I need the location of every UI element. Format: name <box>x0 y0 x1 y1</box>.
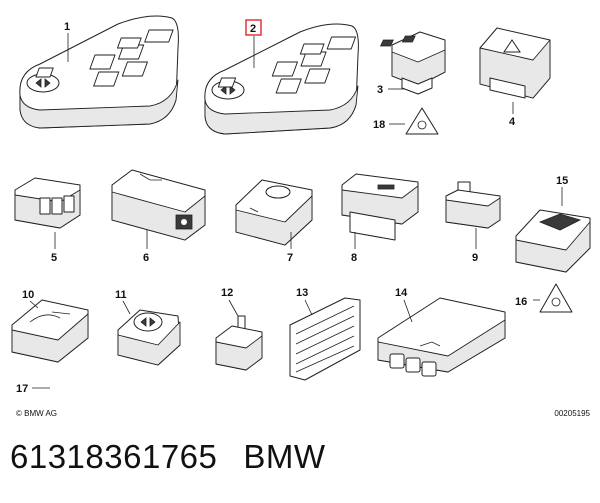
parts-diagram: 1 2 3 18 4 <box>11 15 591 418</box>
callout-16[interactable]: 16 <box>515 296 527 308</box>
part-1-window-switch-block[interactable] <box>19 15 179 129</box>
callout-2[interactable]: 2 <box>250 23 256 35</box>
callout-8[interactable]: 8 <box>351 252 357 264</box>
callout-11[interactable]: 11 <box>115 289 127 301</box>
callout-12[interactable]: 12 <box>221 287 233 299</box>
callout-1[interactable]: 1 <box>64 21 70 33</box>
callout-4[interactable]: 4 <box>509 116 516 128</box>
callout-10[interactable]: 10 <box>22 289 34 301</box>
part-10-seat-switch[interactable] <box>11 299 89 363</box>
part-caption: 61318361765 BMW <box>10 438 326 476</box>
part-5-switch[interactable] <box>14 177 81 229</box>
part-11-mirror-switch[interactable] <box>117 309 181 366</box>
part-4-hazard-switch[interactable] <box>479 27 551 99</box>
part-3-switch[interactable] <box>379 31 446 95</box>
part-13-grille[interactable] <box>289 297 361 381</box>
callout-5[interactable]: 5 <box>51 252 57 264</box>
part-number: 61318361765 <box>10 438 218 475</box>
callout-6[interactable]: 6 <box>143 252 149 264</box>
callout-14[interactable]: 14 <box>395 287 408 299</box>
part-16-label[interactable] <box>539 283 573 313</box>
drawing-number: 00205195 <box>554 409 590 418</box>
callout-13[interactable]: 13 <box>296 287 308 299</box>
brand-name: BMW <box>243 438 326 475</box>
part-9-push-switch[interactable] <box>445 181 501 229</box>
callout-18[interactable]: 18 <box>373 119 385 131</box>
callout-2-highlight-box <box>245 19 262 36</box>
part-12-toggle-switch[interactable] <box>215 315 263 371</box>
callout-9[interactable]: 9 <box>472 252 478 264</box>
part-18-label[interactable] <box>405 107 439 135</box>
part-14-control-module[interactable] <box>377 297 506 377</box>
callout-17[interactable]: 17 <box>16 383 28 395</box>
part-15-rocker-switch[interactable] <box>515 209 591 273</box>
callout-15[interactable]: 15 <box>556 175 568 187</box>
callout-3[interactable]: 3 <box>377 84 383 96</box>
part-2-window-switch-block[interactable] <box>204 23 359 135</box>
part-7-switch[interactable] <box>235 179 313 246</box>
part-8-switch[interactable] <box>341 173 419 241</box>
copyright: © BMW AG <box>16 409 57 418</box>
callout-7[interactable]: 7 <box>287 252 293 264</box>
part-6-switch[interactable] <box>111 169 206 241</box>
